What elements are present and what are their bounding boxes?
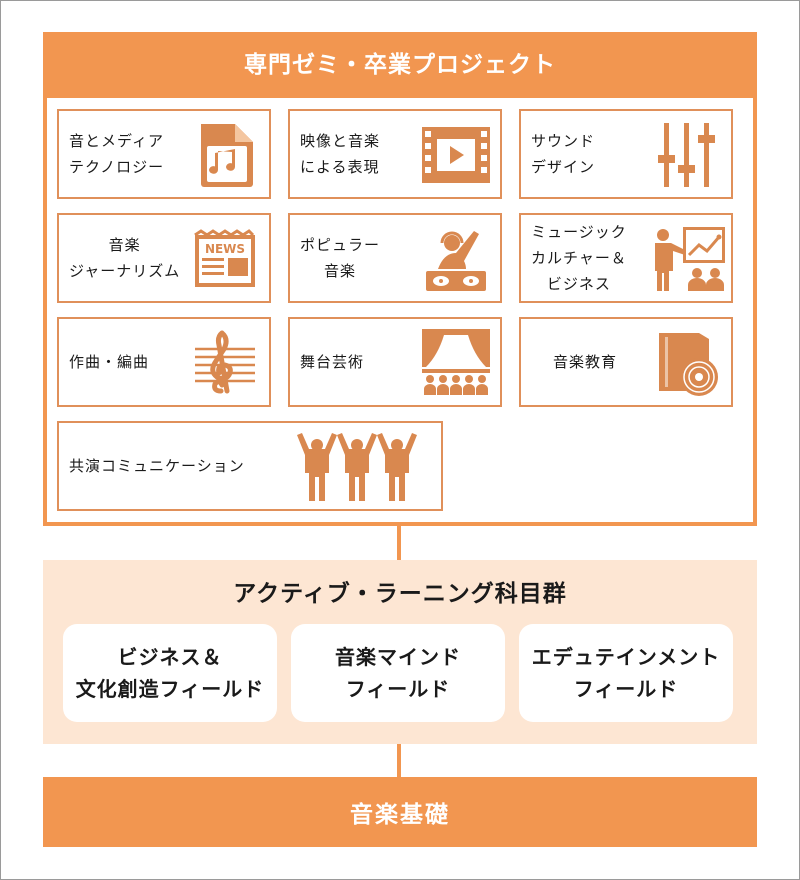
svg-text:NEWS: NEWS (205, 242, 245, 256)
connector-line (397, 526, 401, 560)
card-music-culture-business[interactable]: ミュージック カルチャー＆ ビジネス (519, 213, 733, 303)
project-card-grid: 音とメディア テクノロジー 映像と音楽 による表現 (47, 98, 753, 522)
field-music-mind[interactable]: 音楽マインド フィールド (291, 624, 505, 722)
card-label: 共演コミュニケーション (69, 457, 245, 475)
connector-line (397, 744, 401, 777)
card-sound-media-tech[interactable]: 音とメディア テクノロジー (57, 109, 271, 199)
film-play-icon (422, 121, 490, 189)
card-sound-design[interactable]: サウンド デザイン (519, 109, 733, 199)
card-label: 舞台芸術 (300, 353, 365, 371)
field-business-culture[interactable]: ビジネス＆ 文化創造フィールド (63, 624, 277, 722)
field-label: ビジネス＆ 文化創造フィールド (75, 645, 265, 701)
card-visual-music-expression[interactable]: 映像と音楽 による表現 (288, 109, 502, 199)
card-composition-arrangement[interactable]: 作曲・編曲 (57, 317, 271, 407)
base-label: 音楽基礎 (350, 802, 450, 828)
music-fundamentals-box[interactable]: 音楽基礎 (43, 777, 757, 847)
card-label: ミュージック カルチャー＆ ビジネス (531, 223, 627, 293)
presentation-icon (647, 225, 727, 293)
field-label: エデュテインメント フィールド (531, 645, 721, 701)
newspaper-icon: NEWS (191, 225, 259, 293)
card-popular-music[interactable]: ポピュラー 音楽 (288, 213, 502, 303)
field-edutainment[interactable]: エデュテインメント フィールド (519, 624, 733, 722)
field-label: 音楽マインド フィールド (335, 645, 461, 701)
card-label: 音とメディア テクノロジー (69, 132, 165, 176)
treble-clef-icon (191, 329, 259, 397)
people-cheering-icon (295, 433, 419, 501)
card-label: ポピュラー 音楽 (300, 236, 381, 280)
card-co-performance-communication[interactable]: 共演コミュニケーション (57, 421, 443, 511)
active-learning-section: アクティブ・ラーニング科目群 ビジネス＆ 文化創造フィールド 音楽マインド フィ… (43, 560, 757, 744)
card-music-education[interactable]: 音楽教育 (519, 317, 733, 407)
card-label: 音楽 ジャーナリズム (69, 236, 181, 280)
card-label: 音楽教育 (553, 353, 618, 371)
card-label: 映像と音楽 による表現 (300, 132, 381, 176)
music-file-icon (191, 121, 259, 189)
stage-audience-icon (422, 329, 490, 397)
active-learning-title: アクティブ・ラーニング科目群 (233, 581, 567, 607)
dj-icon (422, 225, 490, 293)
project-section: 専門ゼミ・卒業プロジェクト 音とメディア テクノロジー 映像と音楽 による表現 (43, 32, 757, 526)
card-music-journalism[interactable]: 音楽 ジャーナリズム NEWS (57, 213, 271, 303)
card-label: サウンド デザイン (531, 132, 596, 176)
card-label: 作曲・編曲 (69, 353, 150, 371)
project-title: 専門ゼミ・卒業プロジェクト (244, 52, 556, 78)
book-disc-icon (653, 329, 721, 397)
card-performing-arts[interactable]: 舞台芸術 (288, 317, 502, 407)
mixer-sliders-icon (653, 121, 721, 189)
